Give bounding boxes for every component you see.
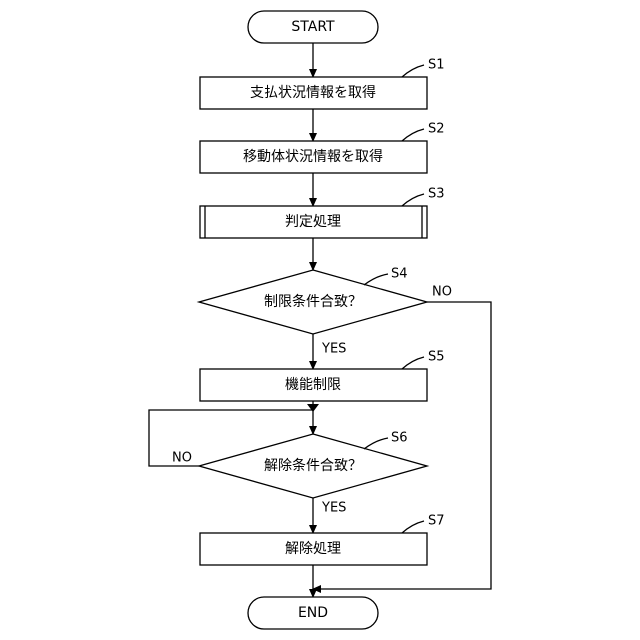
s4-step-label: S4 <box>391 267 408 282</box>
s3-step-leader <box>402 194 424 206</box>
s1-step-leader <box>402 65 424 77</box>
s4-step-leader <box>364 274 388 285</box>
s6-yes-label: YES <box>321 501 346 516</box>
s7-label: 解除処理 <box>285 541 341 557</box>
s4-label: 制限条件合致？ <box>264 293 362 310</box>
s3-step-label: S3 <box>428 187 445 202</box>
s5-step-label: S5 <box>428 350 445 365</box>
s4-yes-label: YES <box>321 342 346 357</box>
s1-node: 支払状況情報を取得 <box>200 77 427 109</box>
s2-label: 移動体状況情報を取得 <box>243 148 383 165</box>
s3-label: 判定処理 <box>285 214 341 230</box>
s7-node: 解除処理 <box>200 533 427 565</box>
s2-node: 移動体状況情報を取得 <box>200 141 427 173</box>
s1-step-label: S1 <box>428 58 445 73</box>
start-node: START <box>248 11 378 43</box>
s6-step-leader <box>364 438 388 449</box>
s6-step-label: S6 <box>391 431 408 446</box>
s7-step-leader <box>402 521 424 533</box>
s6-no-label: NO <box>172 451 192 466</box>
s1-label: 支払状況情報を取得 <box>250 84 376 101</box>
s6-label: 解除条件合致？ <box>264 457 362 474</box>
end-label: END <box>298 605 328 621</box>
s2-step-label: S2 <box>428 122 445 137</box>
end-node: END <box>248 597 378 629</box>
s5-step-leader <box>402 357 424 369</box>
s2-step-leader <box>402 129 424 141</box>
start-label: START <box>291 19 335 35</box>
s5-node: 機能制限 <box>200 369 427 401</box>
s6-loop-arrowhead <box>307 404 319 412</box>
s5-label: 機能制限 <box>285 377 341 393</box>
s4-no-label: NO <box>432 285 452 300</box>
s3-node: 判定処理 <box>200 206 427 238</box>
s7-step-label: S7 <box>428 514 445 529</box>
